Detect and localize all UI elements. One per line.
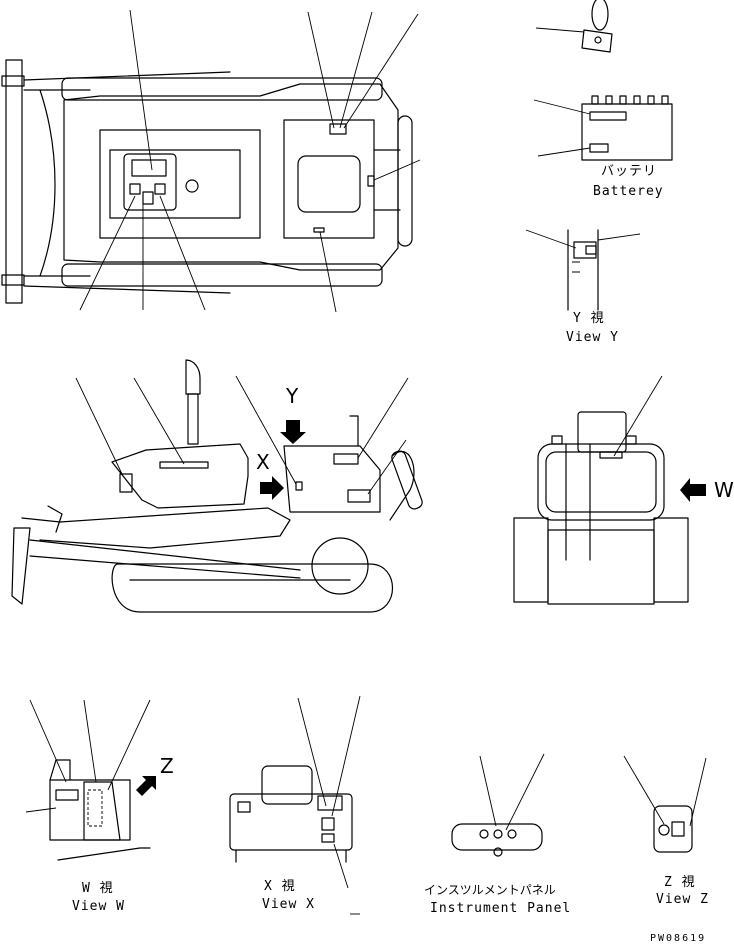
rear-view bbox=[513, 375, 706, 605]
view-x-drawing bbox=[229, 695, 361, 915]
view-w-label-jp: W 視 bbox=[82, 881, 114, 896]
view-y-label-en: View Y bbox=[566, 330, 619, 345]
view-x-label-en: View X bbox=[262, 897, 315, 912]
view-z-drawing bbox=[623, 755, 707, 853]
instrument-panel-label-en: Instrument Panel bbox=[430, 901, 572, 916]
battery-label-en: Batterey bbox=[593, 184, 664, 199]
marker-y: Y bbox=[286, 384, 299, 408]
drawing-code: PW08619 bbox=[650, 933, 707, 944]
marker-z: Z bbox=[160, 754, 174, 778]
view-z-label-en: View Z bbox=[656, 892, 709, 907]
view-w-label-en: View W bbox=[72, 899, 125, 914]
view-y-drawing bbox=[525, 229, 641, 311]
battery-label-jp: バッテリ bbox=[601, 164, 658, 179]
view-w-drawing bbox=[25, 699, 156, 861]
decal-tag bbox=[535, 0, 613, 53]
instrument-panel-drawing bbox=[451, 753, 545, 857]
battery-drawing bbox=[533, 95, 673, 161]
view-z-label-jp: Z 視 bbox=[664, 875, 696, 890]
top-view bbox=[1, 9, 421, 313]
view-y-label-jp: Y 視 bbox=[573, 311, 605, 326]
marker-x: X bbox=[256, 450, 270, 474]
marker-w: W bbox=[714, 478, 734, 502]
instrument-panel-label-jp: インスツルメントパネル bbox=[424, 883, 556, 897]
side-view bbox=[11, 359, 423, 613]
view-x-label-jp: X 視 bbox=[264, 879, 296, 894]
